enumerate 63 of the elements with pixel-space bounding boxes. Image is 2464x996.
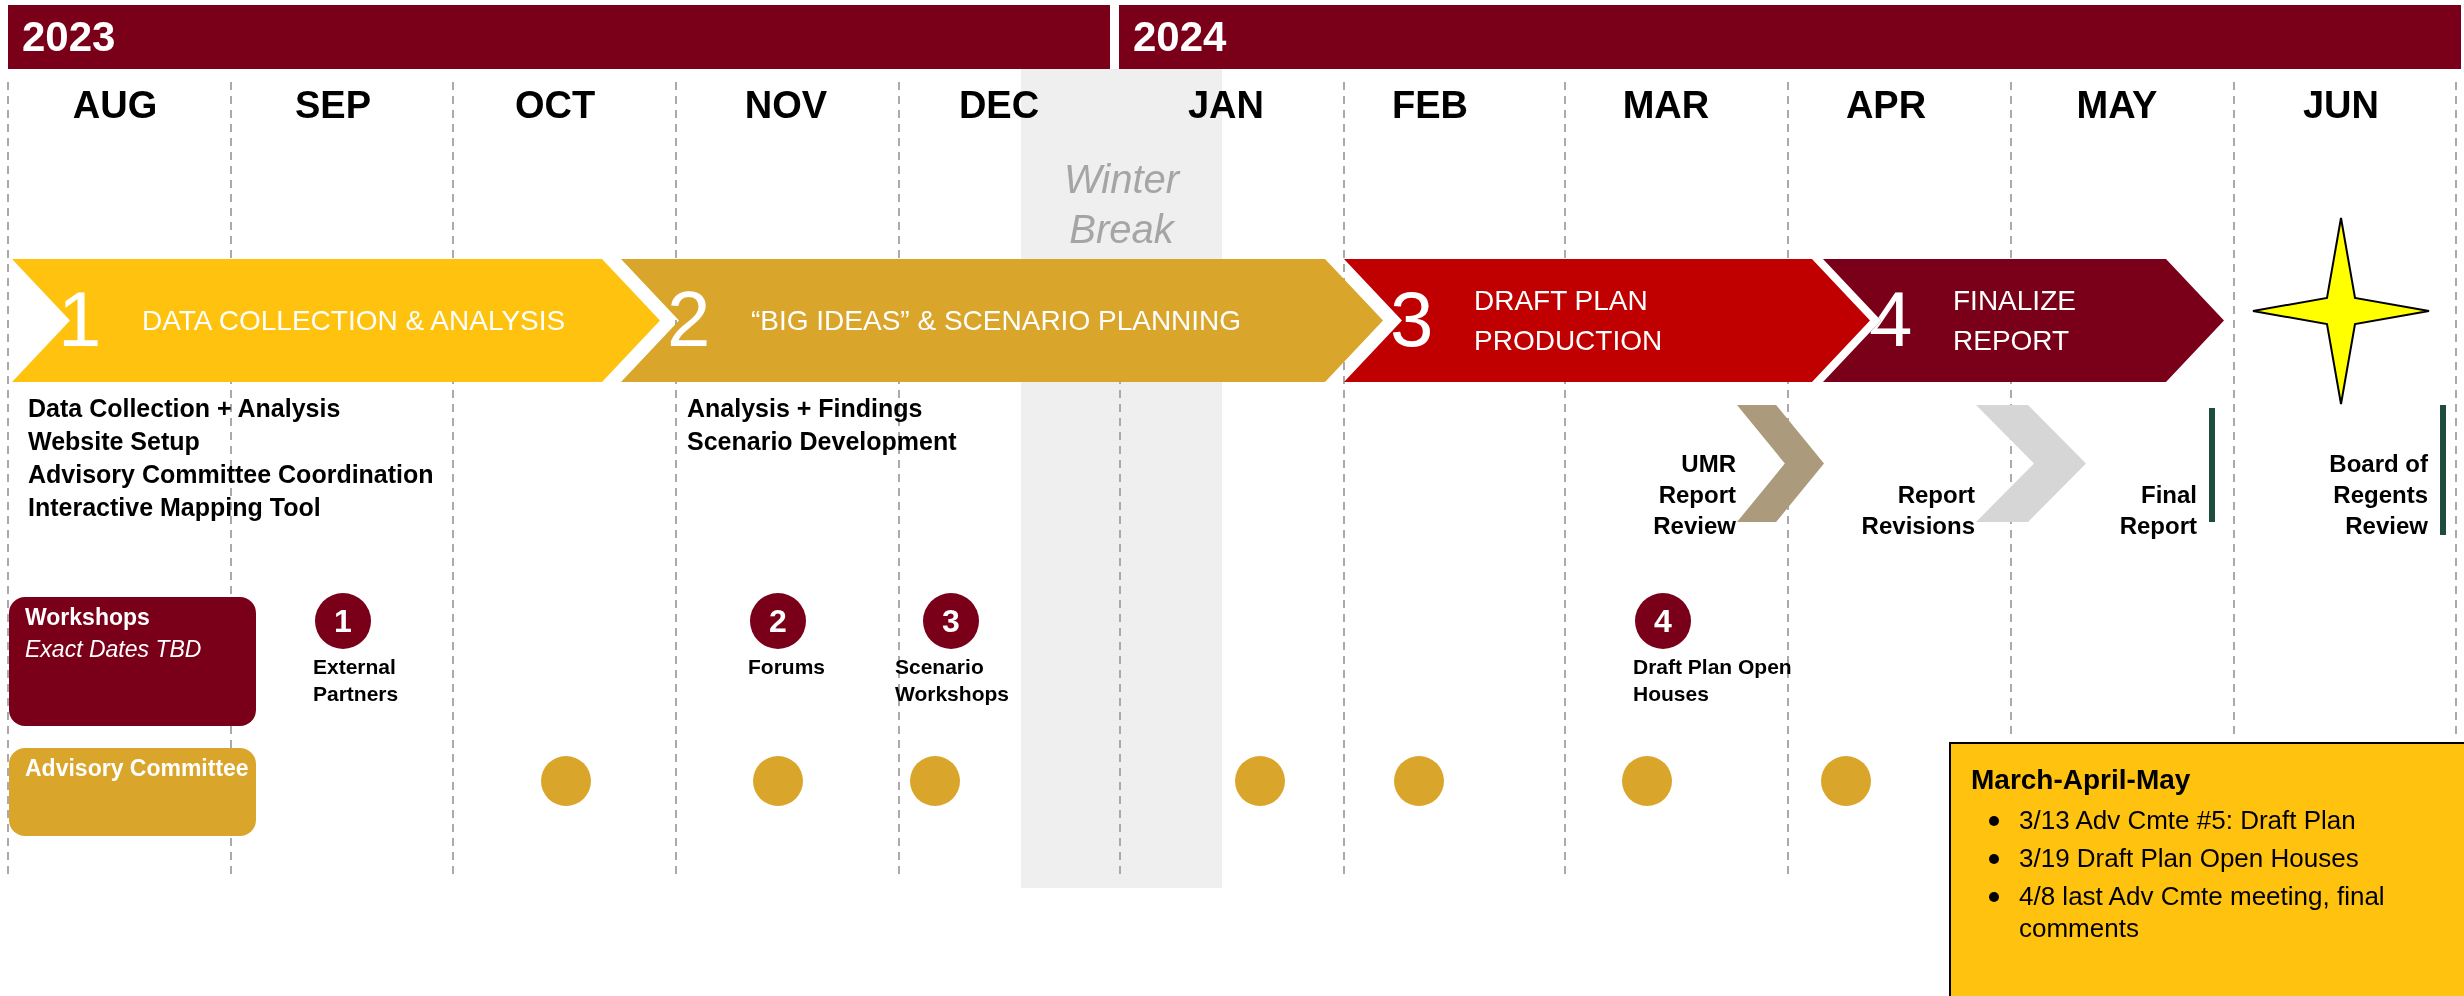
phase-title: DRAFT PLAN PRODUCTION bbox=[1474, 283, 1664, 358]
year-band bbox=[1119, 5, 2461, 69]
row-header-card bbox=[9, 597, 256, 726]
step-label: UMR Report Review bbox=[1626, 448, 1736, 541]
chevron-arrow bbox=[1737, 405, 1824, 522]
numbered-circle: 1 bbox=[315, 593, 371, 649]
task-item: Data Collection + Analysis bbox=[28, 393, 341, 424]
phase-title: DATA COLLECTION & ANALYSIS bbox=[142, 303, 567, 338]
workshop-caption: Forums bbox=[748, 654, 825, 680]
month-label: NOV bbox=[743, 84, 829, 127]
month-label: JAN bbox=[1187, 84, 1265, 127]
workshop-caption: Scenario Workshops bbox=[895, 654, 1010, 707]
step-label: Report Revisions bbox=[1825, 479, 1975, 541]
row-header-note: Exact Dates TBD bbox=[25, 635, 203, 663]
phase-number: 4 bbox=[1869, 279, 1913, 359]
numbered-circle: 3 bbox=[923, 593, 979, 649]
month-label: DEC bbox=[957, 84, 1041, 127]
phase-title: “BIG IDEAS” & SCENARIO PLANNING bbox=[751, 303, 1243, 338]
month-label: MAR bbox=[1621, 84, 1711, 127]
step-label: Final Report bbox=[2087, 479, 2197, 541]
numbered-circle: 2 bbox=[750, 593, 806, 649]
month-label: OCT bbox=[513, 84, 597, 127]
bullet-item: 4/8 last Adv Cmte meeting, final comments bbox=[2019, 880, 2449, 944]
year-label: 2024 bbox=[1133, 13, 1227, 61]
phase-number: 1 bbox=[58, 279, 102, 359]
meeting-dot bbox=[1394, 756, 1444, 806]
star-icon bbox=[2251, 216, 2431, 406]
workshop-caption: Draft Plan Open Houses bbox=[1633, 654, 1793, 707]
callout-box bbox=[1949, 742, 2464, 996]
task-item: Scenario Development bbox=[687, 426, 957, 457]
month-label: AUG bbox=[71, 84, 159, 127]
meeting-dot bbox=[910, 756, 960, 806]
row-header-title: Workshops bbox=[25, 603, 151, 631]
meeting-dot bbox=[1235, 756, 1285, 806]
row-header-title: Advisory Committee bbox=[25, 754, 250, 782]
month-label: SEP bbox=[293, 84, 372, 127]
task-item: Website Setup bbox=[28, 426, 200, 457]
bullet-item: 3/13 Adv Cmte #5: Draft Plan bbox=[2019, 804, 2449, 836]
month-label: MAY bbox=[2075, 84, 2159, 127]
phase-title: FINALIZE REPORT bbox=[1953, 283, 2077, 358]
meeting-dot bbox=[1821, 756, 1871, 806]
meeting-dot bbox=[753, 756, 803, 806]
month-label: FEB bbox=[1391, 84, 1469, 127]
step-label: Board of Regents Review bbox=[2328, 449, 2428, 541]
phase-number: 3 bbox=[1390, 279, 1434, 359]
month-label: JUN bbox=[2302, 84, 2380, 127]
meeting-dot bbox=[541, 756, 591, 806]
chevron-arrow bbox=[1976, 405, 2086, 522]
row-header-card bbox=[9, 748, 256, 836]
phase-number: 2 bbox=[667, 279, 711, 359]
task-item: Interactive Mapping Tool bbox=[28, 492, 321, 523]
year-band bbox=[8, 5, 1110, 69]
month-label: APR bbox=[1844, 84, 1928, 127]
task-item: Analysis + Findings bbox=[687, 393, 923, 424]
callout-heading: March-April-May bbox=[1971, 763, 2192, 797]
bullet-item: 3/19 Draft Plan Open Houses bbox=[2019, 842, 2449, 874]
workshop-caption: External Partners bbox=[313, 654, 400, 707]
year-label: 2023 bbox=[22, 13, 116, 61]
break-label: Winter Break bbox=[1062, 156, 1182, 253]
phase-banner bbox=[12, 259, 660, 382]
meeting-dot bbox=[1622, 756, 1672, 806]
task-item: Advisory Committee Coordination bbox=[28, 459, 434, 490]
numbered-circle: 4 bbox=[1635, 593, 1691, 649]
